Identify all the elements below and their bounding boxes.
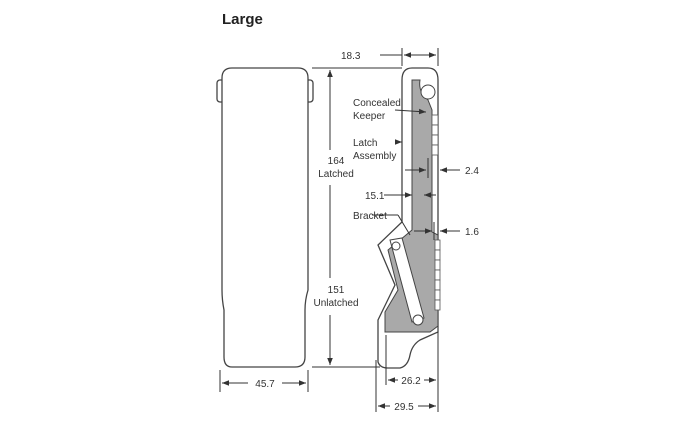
dim-height-latched-value: 164 [328,156,345,167]
label-latch-assembly-1: Latch [353,138,377,149]
dim-1-6: 1.6 [465,227,479,238]
dim-height-unlatched-label: Unlatched [313,298,358,309]
side-view [377,67,441,369]
label-concealed-keeper-1: Concealed [353,98,401,109]
diagram-title: Large [222,11,263,28]
dim-26-2: 26.2 [401,376,421,387]
dim-2-4: 2.4 [465,166,479,177]
dim-height-latched-label: Latched [318,169,354,180]
dimension-lines [219,48,460,412]
dim-29-5: 29.5 [394,402,414,413]
label-latch-assembly-2: Assembly [353,151,396,162]
label-concealed-keeper-2: Keeper [353,111,386,122]
label-bracket: Bracket [353,211,387,222]
dim-top-width: 18.3 [341,51,361,62]
dim-height-unlatched-value: 151 [328,285,345,296]
dim-15-1: 15.1 [365,191,385,202]
front-view [216,67,314,368]
dim-front-width: 45.7 [255,379,275,390]
